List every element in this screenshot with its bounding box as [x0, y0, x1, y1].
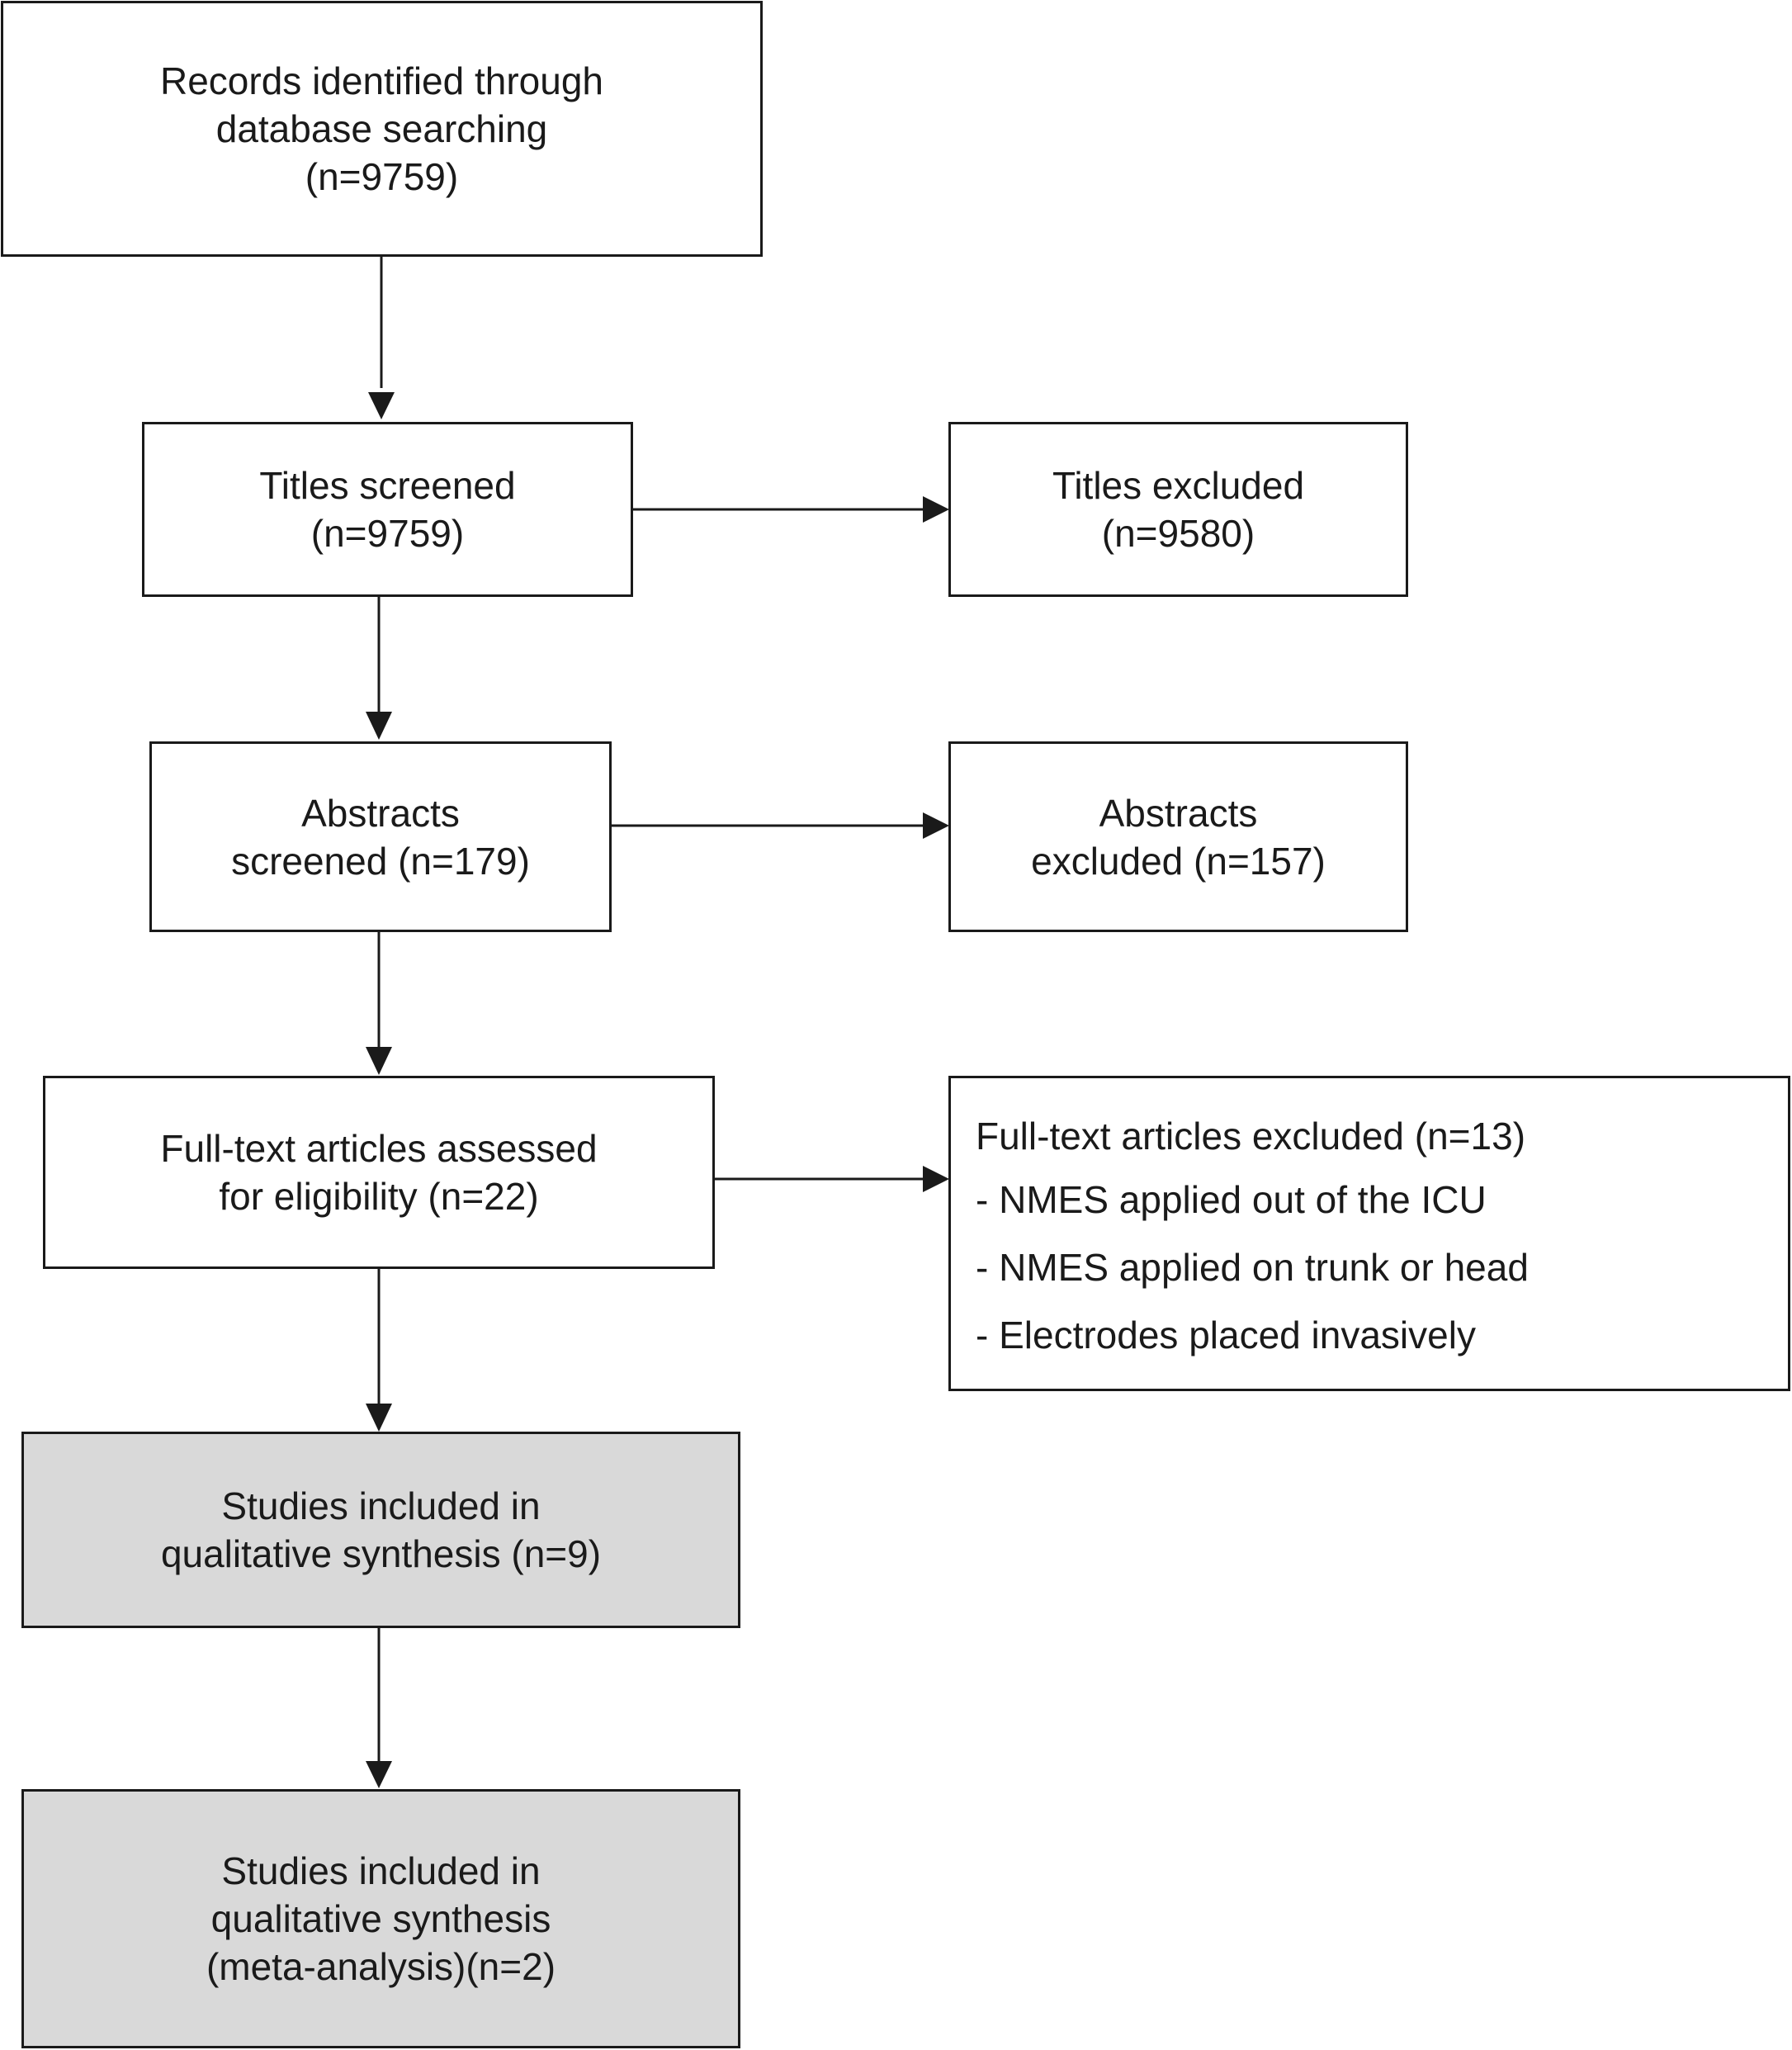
arrow-qualitative-to-meta: [366, 1627, 392, 1788]
abstracts-excluded-box: Abstracts excluded (n=157): [948, 741, 1408, 932]
records-identified-box: Records identified through database sear…: [1, 1, 763, 257]
qualitative-line-2: qualitative synthesis (n=9): [160, 1532, 602, 1575]
titles-excluded-line-1: Titles excluded: [1052, 464, 1305, 507]
arrow-records-to-titles: [368, 256, 395, 419]
abstracts-screened-line-2: screened (n=179): [231, 839, 530, 883]
qualitative-synthesis-box: Studies included in qualitative synthesi…: [21, 1432, 740, 1628]
exclusion-reason-item: - NMES applied on trunk or head: [976, 1246, 1529, 1289]
fulltext-assessed-line-2: for eligibility (n=22): [219, 1175, 539, 1218]
arrow-fulltext-to-qualitative: [366, 1269, 392, 1432]
abstracts-screened-box: Abstracts screened (n=179): [149, 741, 612, 932]
fulltext-assessed-box: Full-text articles assessed for eligibil…: [43, 1076, 715, 1269]
meta-analysis-line-2: qualitative synthesis: [210, 1897, 551, 1940]
records-line-1: Records identified through: [160, 59, 603, 102]
arrow-titles-to-abstracts: [366, 597, 392, 740]
titles-excluded-box: Titles excluded (n=9580): [948, 422, 1408, 597]
meta-analysis-box: Studies included in qualitative synthesi…: [21, 1789, 740, 2048]
titles-screened-box: Titles screened (n=9759): [142, 422, 633, 597]
records-line-3: (n=9759): [305, 155, 459, 198]
abstracts-excluded-line-1: Abstracts: [1099, 791, 1258, 835]
titles-excluded-line-2: (n=9580): [1101, 512, 1255, 555]
qualitative-line-1: Studies included in: [221, 1484, 541, 1527]
arrow-titles-to-excluded: [633, 496, 949, 523]
exclusion-reason-item: - Electrodes placed invasively: [976, 1314, 1476, 1356]
abstracts-screened-line-1: Abstracts: [301, 791, 460, 835]
arrow-abstracts-to-fulltext: [366, 932, 392, 1075]
exclusion-reason-item: - NMES applied out of the ICU: [976, 1178, 1487, 1221]
fulltext-assessed-line-1: Full-text articles assessed: [160, 1127, 598, 1170]
records-line-2: database searching: [215, 107, 548, 150]
abstracts-excluded-line-2: excluded (n=157): [1031, 839, 1326, 883]
fulltext-excluded-box: Full-text articles excluded (n=13) - NME…: [948, 1076, 1790, 1391]
titles-screened-line-2: (n=9759): [310, 512, 465, 555]
titles-screened-line-1: Titles screened: [259, 464, 516, 507]
arrow-abstracts-to-excluded: [612, 812, 949, 839]
arrow-fulltext-to-excluded: [715, 1166, 949, 1192]
fulltext-excluded-heading: Full-text articles excluded (n=13): [976, 1115, 1526, 1158]
meta-analysis-line-1: Studies included in: [221, 1849, 541, 1892]
meta-analysis-line-3: (meta-analysis)(n=2): [206, 1945, 556, 1988]
